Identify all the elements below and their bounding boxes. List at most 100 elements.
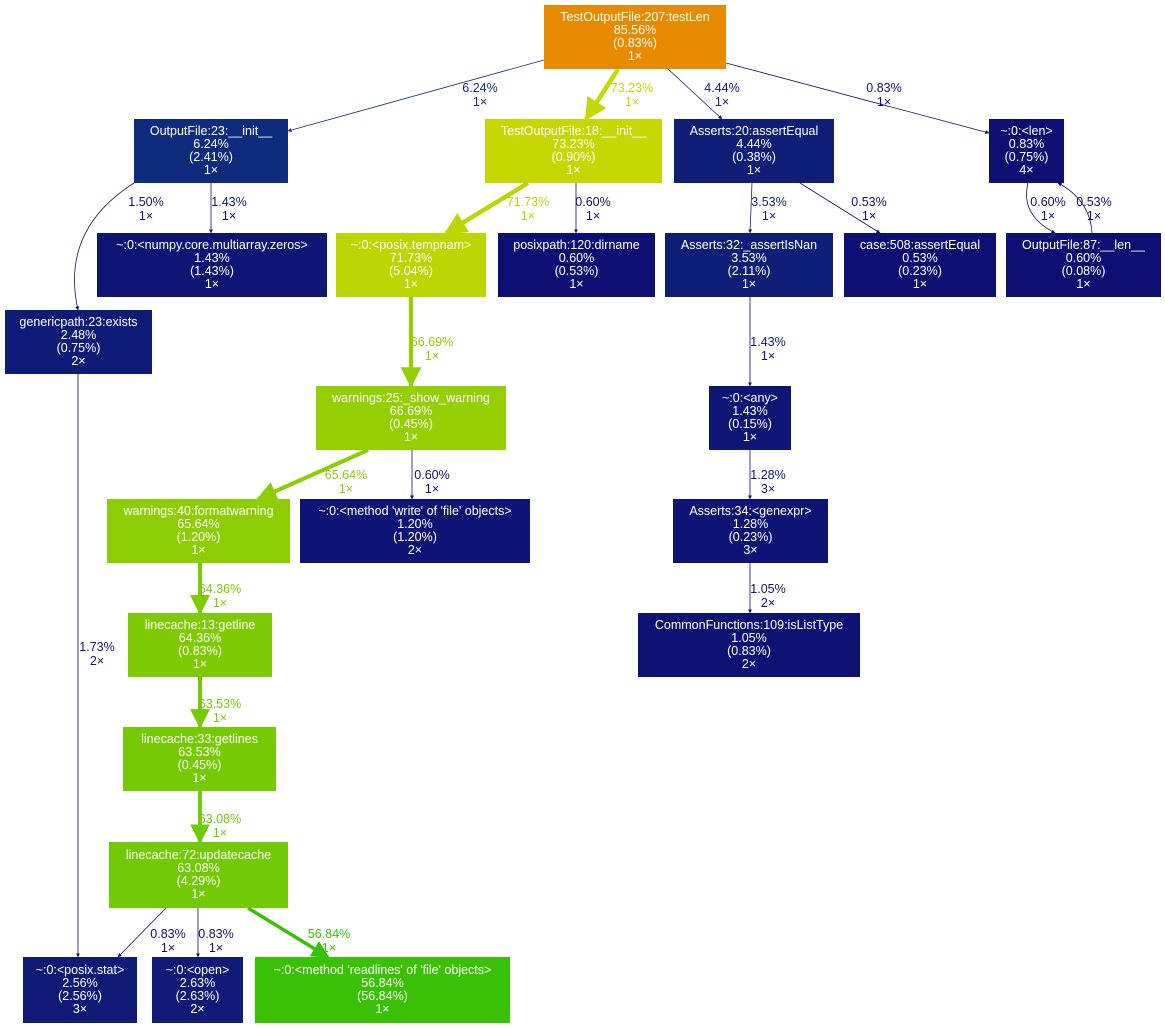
edge-percent: 4.44% <box>704 81 740 95</box>
edge-percent: 3.53% <box>751 195 787 209</box>
edge-n5-n11 <box>1026 182 1056 234</box>
node-self-percent: (1.20%) <box>176 530 221 544</box>
edge-label: 0.60%1× <box>414 468 449 496</box>
edge-calls: 1× <box>212 826 228 840</box>
node-self-percent: (1.20%) <box>393 530 437 544</box>
graph-node[interactable]: ~:0:<any>1.43%(0.15%)1× <box>709 386 791 450</box>
node-function-name: ~:0:<open> <box>165 963 230 977</box>
edge-percent: 1.28% <box>750 468 786 482</box>
edge-percent: 0.60% <box>414 468 450 482</box>
graph-node[interactable]: OutputFile:23:__init__6.24%(2.41%)1× <box>134 119 288 183</box>
edge-calls: 1× <box>585 209 601 223</box>
node-function-name: TestOutputFile:207:testLen <box>560 10 710 24</box>
node-call-count: 1× <box>627 49 643 63</box>
edge-percent: 6.24% <box>462 81 498 95</box>
edge-calls: 2× <box>760 596 776 610</box>
graph-node[interactable]: Asserts:34:<genexpr>1.28%(0.23%)3× <box>673 499 828 563</box>
edge-percent: 73.23% <box>610 81 654 95</box>
edge-percent: 0.83% <box>150 927 186 941</box>
edge-calls: 1× <box>212 711 228 725</box>
node-total-percent: 65.64% <box>177 517 220 531</box>
graph-node[interactable]: TestOutputFile:18:__init__73.23%(0.90%)1… <box>485 119 662 183</box>
node-call-count: 2× <box>741 657 757 671</box>
node-call-count: 1× <box>746 163 762 177</box>
edge-percent: 64.36% <box>198 582 242 596</box>
graph-node[interactable]: ~:0:<posix.stat>2.56%(2.56%)3× <box>23 957 137 1023</box>
edge-n13-n15 <box>256 448 369 501</box>
node-total-percent: 0.60% <box>558 251 595 265</box>
node-self-percent: (0.08%) <box>1061 264 1106 278</box>
node-function-name: linecache:13:getline <box>144 618 256 632</box>
graph-node[interactable]: ~:0:<method 'readlines' of 'file' object… <box>255 957 510 1023</box>
edge-label: 66.69%1× <box>411 335 453 363</box>
edge-percent: 66.69% <box>410 335 454 349</box>
node-self-percent: (0.38%) <box>732 150 776 164</box>
edge-calls: 1× <box>714 95 730 109</box>
graph-node[interactable]: ~:0:<posix.tempnam>71.73%(5.04%)1× <box>336 233 486 297</box>
node-function-name: ~:0:<any> <box>722 391 778 405</box>
edge-label: 63.53%1× <box>199 697 241 725</box>
node-self-percent: (0.83%) <box>178 644 222 658</box>
edge-label: 0.53%1× <box>851 195 886 223</box>
node-self-percent: (4.29%) <box>176 874 221 888</box>
node-function-name: linecache:72:updatecache <box>125 848 272 862</box>
edge-percent: 1.73% <box>79 640 115 654</box>
node-call-count: 1× <box>375 1002 390 1016</box>
edge-label: 0.83%1× <box>866 81 901 109</box>
edge-percent: 65.64% <box>324 468 368 482</box>
node-call-count: 1× <box>191 543 206 557</box>
node-function-name: warnings:40:formatwarning <box>123 504 274 518</box>
edge-label: 63.08%1× <box>199 812 241 840</box>
graph-node[interactable]: ~:0:<method 'write' of 'file' objects>1.… <box>300 499 530 563</box>
node-total-percent: 3.53% <box>731 251 767 265</box>
edge-percent: 0.83% <box>866 81 902 95</box>
node-self-percent: (0.75%) <box>56 341 101 355</box>
edge-label: 1.73%2× <box>79 640 114 668</box>
edge-n21-n22 <box>117 907 167 958</box>
edge-calls: 1× <box>520 209 536 223</box>
node-self-percent: (56.84%) <box>357 989 408 1003</box>
edge-label: 0.60%1× <box>575 195 610 223</box>
node-self-percent: (5.04%) <box>389 264 433 278</box>
node-self-percent: (2.56%) <box>58 989 102 1003</box>
graph-node[interactable]: ~:0:<len>0.83%(0.75%)4× <box>989 119 1064 183</box>
edge-label: 64.36%1× <box>199 582 241 610</box>
graph-node[interactable]: ~:0:<open>2.63%(2.63%)2× <box>152 957 243 1023</box>
edge-calls: 1× <box>321 941 337 955</box>
edge-calls: 1× <box>861 209 877 223</box>
node-function-name: case:508:assertEqual <box>859 238 981 252</box>
edge-n21-n24 <box>247 906 330 959</box>
node-function-name: TestOutputFile:18:__init__ <box>500 124 647 138</box>
edge-calls: 1× <box>208 941 224 955</box>
edge-calls: 1× <box>424 482 440 496</box>
node-self-percent: (0.45%) <box>177 758 222 772</box>
graph-node[interactable]: ~:0:<numpy.core.multiarray.zeros>1.43%(1… <box>97 233 327 297</box>
edge-n1-n5 <box>725 62 990 135</box>
node-call-count: 3× <box>72 1002 88 1016</box>
graph-node[interactable]: OutputFile:87:__len__0.60%(0.08%)1× <box>1006 233 1161 297</box>
edge-percent: 0.53% <box>1076 195 1112 209</box>
node-function-name: OutputFile:87:__len__ <box>1021 238 1145 252</box>
node-call-count: 2× <box>407 543 423 557</box>
edge-percent: 0.83% <box>198 927 234 941</box>
node-total-percent: 56.84% <box>361 976 404 990</box>
node-total-percent: 1.43% <box>194 251 230 265</box>
node-call-count: 1× <box>566 163 581 177</box>
node-total-percent: 2.56% <box>62 976 98 990</box>
node-call-count: 1× <box>191 887 206 901</box>
node-function-name: posixpath:120:dirname <box>513 238 640 252</box>
node-call-count: 2× <box>71 354 86 368</box>
node-function-name: ~:0:<numpy.core.multiarray.zeros> <box>116 238 308 252</box>
